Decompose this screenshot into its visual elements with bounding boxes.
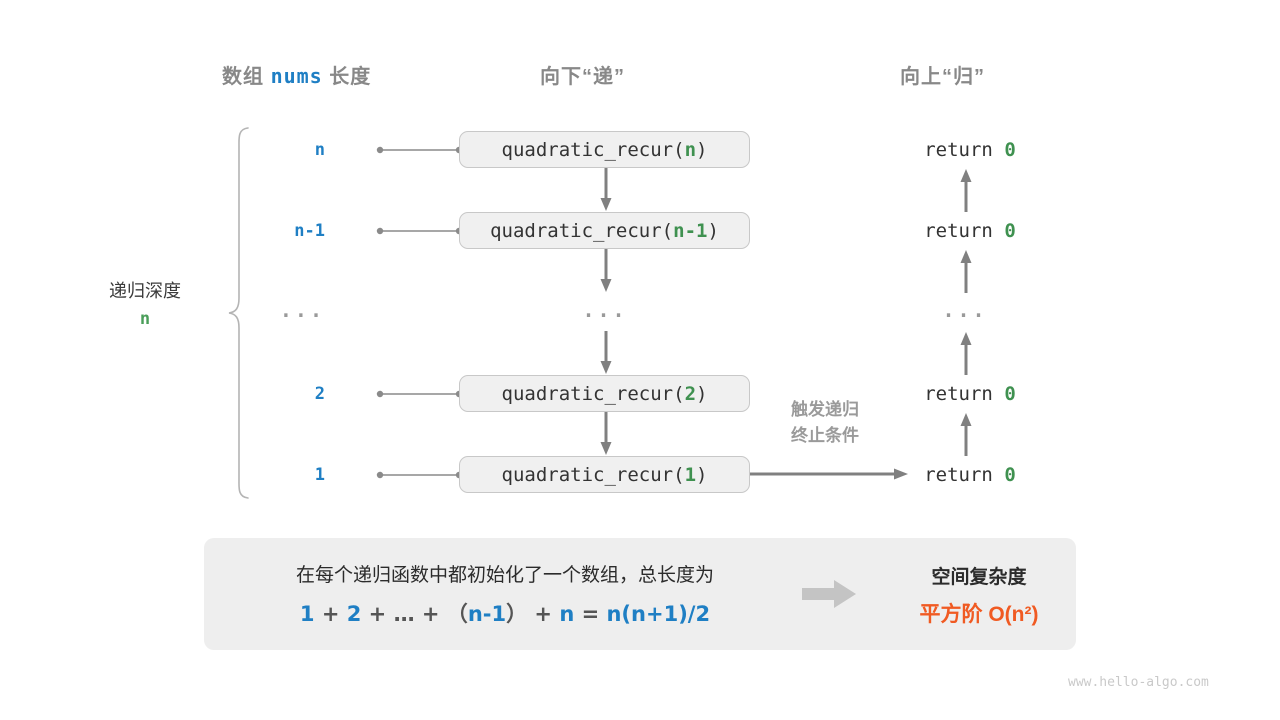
call-box-2-close: ) — [696, 382, 708, 405]
ascend-arrow-1-icon — [956, 168, 976, 212]
return-value-n: 0 — [1004, 139, 1016, 161]
return-value-1: 0 — [1004, 464, 1016, 486]
call-box-2-arg: 2 — [684, 382, 697, 405]
header-array-code: nums — [270, 64, 323, 88]
connector-line-2 — [375, 384, 465, 404]
formula-op-1: + — [314, 602, 347, 626]
summary-arrow-icon — [800, 578, 860, 610]
base-case-note-line2: 终止条件 — [791, 426, 859, 446]
recursion-depth-value: n — [139, 308, 151, 329]
return-value-n-minus-1: 0 — [1004, 220, 1016, 242]
return-row-n-minus-1: return 0 — [880, 220, 1060, 242]
header-array-length: 数组 nums 长度 — [222, 60, 371, 89]
recursion-depth-brace — [226, 126, 256, 500]
summary-panel: 在每个递归函数中都初始化了一个数组，总长度为 1 + 2 + … + （n-1）… — [204, 538, 1076, 650]
summary-description: 在每个递归函数中都初始化了一个数组，总长度为 — [295, 565, 714, 586]
ascend-arrow-4-icon — [956, 412, 976, 456]
descend-arrow-3-icon — [596, 331, 616, 375]
depth-label-n-minus-1: n-1 — [294, 221, 325, 241]
ascend-arrow-3-icon — [956, 331, 976, 375]
call-box-n-minus-1[interactable]: quadratic_recur(n-1) — [459, 212, 750, 249]
call-box-2[interactable]: quadratic_recur(2) — [459, 375, 750, 412]
call-box-2-name: quadratic_recur( — [501, 382, 685, 405]
formula-term-n: n — [559, 602, 575, 626]
return-row-2: return 0 — [880, 383, 1060, 405]
watermark: www.hello-algo.com — [1068, 675, 1209, 690]
return-row-n: return 0 — [880, 139, 1060, 161]
call-box-1-name: quadratic_recur( — [501, 463, 685, 486]
formula-op-2: + … + （ — [361, 602, 468, 626]
formula-equals: = — [574, 602, 607, 626]
call-box-n-name: quadratic_recur( — [501, 138, 685, 161]
depth-label-2: 2 — [314, 384, 325, 404]
return-column-ellipsis: ... — [942, 298, 988, 322]
descend-arrow-1-icon — [596, 168, 616, 212]
depth-label-n: n — [314, 140, 325, 160]
connector-line-n-minus-1 — [375, 221, 465, 241]
call-column-ellipsis: ... — [582, 298, 628, 322]
formula-result: n(n+1)/2 — [606, 602, 711, 626]
base-case-note-line1: 触发递归 — [791, 400, 859, 419]
connector-line-1 — [375, 465, 465, 485]
summary-formula: 1 + 2 + … + （n-1） + n = n(n+1)/2 — [230, 598, 780, 628]
return-keyword-2: return — [924, 383, 993, 405]
formula-term-n-minus-1: n-1 — [467, 602, 507, 626]
header-descend: 向下“递” — [540, 66, 625, 88]
connector-line-n — [375, 140, 465, 160]
ascend-arrow-2-icon — [956, 249, 976, 293]
call-box-n-minus-1-name: quadratic_recur( — [490, 219, 674, 242]
call-box-n-minus-1-arg: n-1 — [673, 219, 708, 242]
complexity-title: 空间复杂度 — [931, 567, 1027, 588]
call-box-n-minus-1-close: ) — [707, 219, 719, 242]
return-keyword-1: return — [924, 464, 993, 486]
complexity-result: 平方阶 O(n²) — [919, 603, 1039, 626]
call-box-n-close: ) — [696, 138, 708, 161]
return-row-1: return 0 — [880, 464, 1060, 486]
depth-label-1: 1 — [314, 465, 325, 485]
return-keyword-n-minus-1: return — [924, 220, 993, 242]
header-array-suffix: 长度 — [329, 66, 372, 88]
call-box-1[interactable]: quadratic_recur(1) — [459, 456, 750, 493]
call-box-n[interactable]: quadratic_recur(n) — [459, 131, 750, 168]
formula-term-1: 1 — [299, 602, 315, 626]
header-array-prefix: 数组 — [222, 66, 264, 88]
formula-op-3: ） + — [506, 602, 560, 626]
recursion-depth-label: 递归深度 — [109, 281, 181, 301]
return-value-2: 0 — [1004, 383, 1016, 405]
return-keyword-n: return — [924, 139, 993, 161]
header-ascend: 向上“归” — [900, 66, 985, 88]
formula-term-2: 2 — [346, 602, 362, 626]
base-case-arrow-icon — [750, 464, 910, 484]
call-box-n-arg: n — [684, 138, 697, 161]
recursion-depth-caption: 递归深度 n — [70, 278, 220, 332]
call-box-1-close: ) — [696, 463, 708, 486]
descend-arrow-4-icon — [596, 412, 616, 456]
call-box-1-arg: 1 — [684, 463, 697, 486]
descend-arrow-2-icon — [596, 249, 616, 293]
base-case-note: 触发递归 终止条件 — [760, 397, 890, 450]
depth-label-ellipsis: ... — [279, 298, 325, 322]
